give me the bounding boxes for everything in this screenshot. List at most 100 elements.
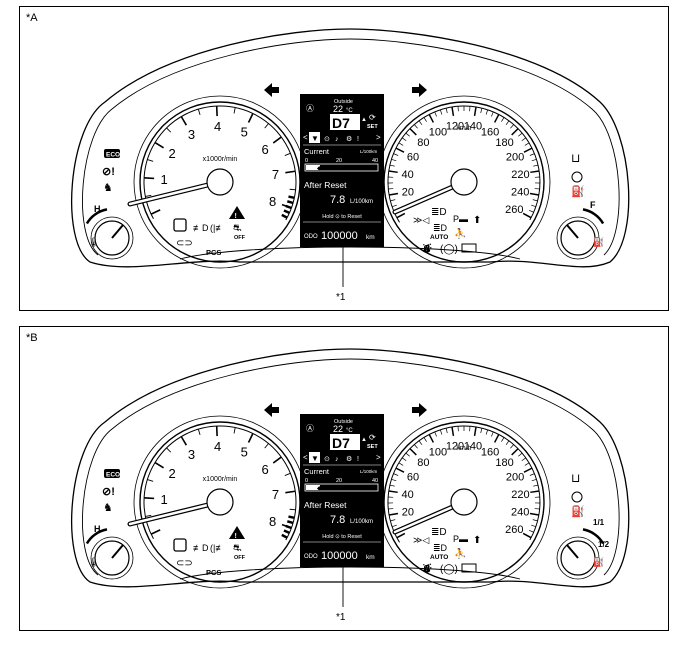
speedometer-number: 260	[505, 204, 523, 216]
after-reset-value: 7.8	[330, 514, 345, 526]
tachometer-hub	[206, 168, 234, 196]
menu-selected-highlight	[309, 132, 320, 143]
eco-indicator-label: ECO	[106, 472, 120, 479]
speedometer-number: 100	[429, 126, 447, 138]
speedometer-number: 20	[402, 507, 414, 519]
turn-signal-left-icon	[264, 403, 279, 417]
speedometer-tick	[532, 519, 538, 522]
tachometer-tick	[285, 170, 296, 174]
tachometer-tick	[281, 523, 292, 529]
bar-scale-max: 40	[372, 158, 378, 164]
tachometer-tick	[145, 514, 152, 517]
speedometer-tick	[439, 429, 443, 435]
gear-up-icon: ▲	[361, 117, 367, 123]
speedometer-number: 80	[417, 457, 429, 469]
outside-temp-value: 22	[333, 424, 343, 434]
seatbelt-passenger-icon: ⛇	[422, 244, 432, 255]
gear-indicator: D7	[332, 115, 350, 131]
speedometer-tick	[445, 428, 448, 434]
tachometer-tick	[272, 136, 282, 144]
brake-system-icon: (◯)	[440, 564, 458, 575]
speedometer-tick	[391, 204, 397, 207]
tachometer-tick	[281, 203, 292, 209]
speedometer-tick	[423, 437, 427, 442]
speedometer-tick	[532, 199, 538, 202]
consumption-bar-frame	[304, 483, 379, 492]
speedometer-number: 200	[506, 152, 524, 164]
speedometer-tick	[409, 448, 417, 456]
gear-up-icon: ▲	[361, 437, 367, 443]
speedometer-hub	[450, 488, 478, 516]
hold-to-reset-hint: Hold ⊙ to Reset	[322, 214, 362, 220]
tachometer-redzone-mark	[281, 533, 288, 539]
speedometer-tick	[451, 106, 455, 116]
tachometer-tick	[285, 490, 296, 494]
speedometer-tick	[418, 440, 423, 445]
tachometer-scale-arc	[143, 425, 297, 541]
speedometer-tick	[522, 212, 532, 219]
speedometer-number: 60	[407, 472, 419, 484]
odometer-label: ODO	[304, 554, 318, 560]
speedometer-tick	[390, 519, 396, 522]
cruise-set-icon: ⟳	[369, 433, 376, 442]
tachometer-tick	[145, 194, 152, 197]
speedometer-tick	[428, 434, 435, 443]
tachometer-redzone-mark	[281, 213, 288, 219]
housing-bottom-line	[179, 566, 521, 580]
panel-label: *A	[26, 12, 38, 24]
speedometer-tick	[529, 192, 540, 196]
speedometer-tick	[529, 512, 540, 516]
tachometer-number: 5	[241, 125, 248, 140]
tachometer-tick	[147, 159, 154, 162]
tachometer-number: 3	[188, 447, 195, 462]
speedometer-tick	[439, 109, 443, 115]
parking-light-icon: ≫◁	[413, 215, 429, 225]
speedometer-tick	[518, 452, 523, 457]
current-consumption-label: Current	[304, 147, 330, 156]
speedometer-tick	[409, 128, 417, 136]
speedometer-tick	[398, 142, 404, 146]
consumption-bar-marker: ◆	[317, 486, 322, 492]
speedometer-tick	[398, 462, 404, 466]
tachometer-number: 5	[241, 445, 248, 460]
speedometer-tick	[511, 128, 519, 136]
turn-signal-right-icon	[412, 83, 427, 97]
tachometer-needle-inner	[128, 500, 222, 526]
speedometer-tick	[501, 437, 505, 442]
speedometer-tick	[388, 490, 398, 494]
brake-warning-icon: ⊘!	[102, 166, 115, 178]
speedometer-tick	[401, 457, 407, 462]
tachometer-number: 4	[214, 119, 221, 134]
menu-audio-icon: ♪	[335, 136, 339, 143]
tachometer-tick	[197, 109, 201, 116]
airbag-icon: ⛹	[454, 547, 466, 560]
speedometer-tick	[530, 170, 540, 174]
speedometer-tick	[434, 111, 437, 117]
menu-info-icon: ▼	[311, 454, 319, 463]
turn-signal-left-icon	[264, 83, 279, 97]
speedometer-tick	[510, 444, 514, 449]
pcs-label: PCS	[206, 568, 221, 577]
menu-audio-icon: ♪	[335, 456, 339, 463]
low-fuel-warning-icon: ⛽	[571, 505, 585, 518]
speedometer-tick	[501, 117, 505, 122]
speedometer-tick	[531, 478, 537, 482]
tachometer-tick	[233, 427, 236, 434]
speedometer-tick	[414, 124, 418, 129]
outside-temp-label: Outside	[334, 99, 353, 105]
consumption-bar-fill	[306, 165, 320, 170]
abs-warning-icon	[571, 171, 583, 183]
speedometer-tick	[391, 158, 397, 162]
speedometer-number: 40	[401, 489, 413, 501]
speedometer-tick	[528, 209, 534, 213]
low-oil-icon: ⬆	[473, 215, 481, 226]
speedometer-unit-label: km/h	[456, 125, 471, 132]
bar-scale-min: 0	[305, 478, 308, 484]
tachometer-tick	[180, 116, 188, 126]
temp-needle	[111, 224, 124, 239]
tachometer-unit-label: x1000r/min	[203, 476, 238, 483]
tachometer-number: 7	[272, 487, 279, 502]
speedometer-tick	[524, 462, 530, 466]
speedometer-tick	[428, 114, 435, 123]
speedometer-tick	[529, 153, 535, 156]
